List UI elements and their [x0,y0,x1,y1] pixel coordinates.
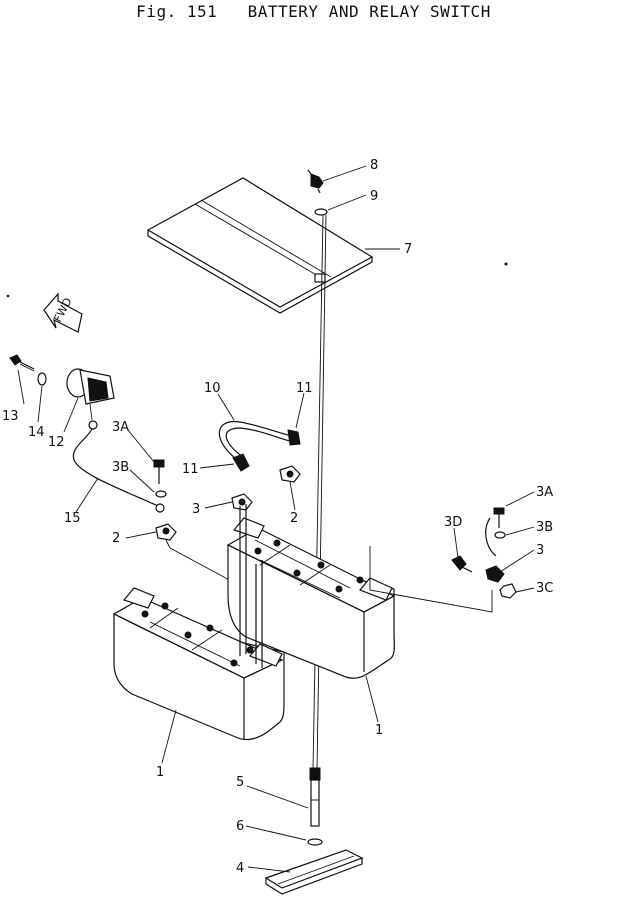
callout-connecting-cable: 10 [204,381,221,396]
callout-battery-front: 1 [156,765,164,780]
callout-battery-cover: 7 [404,242,412,257]
mounting-bolt [9,354,35,372]
relay-switch [66,368,115,430]
terminal-washer [155,490,167,498]
callout-battery-rear: 1 [375,723,383,738]
callout-labels: 8 9 7 10 11 13 14 12 3A 3B 11 3 2 15 2 3… [2,158,553,876]
terminal-bolt [153,459,165,484]
battery-rear [226,517,396,679]
terminal-clamp-front [155,523,249,591]
hold-down-bracket [264,849,364,895]
figure-title: Fig. 151 BATTERY AND RELAY SWITCH [136,2,491,21]
hold-down-washer [307,838,323,846]
battery-front [112,587,285,741]
callout-terminal-clamp-right: 3 [536,543,544,558]
callout-terminal-bolt-side: 3D [444,515,462,530]
terminal-nut [499,583,517,599]
terminal-clamp-mid [231,493,253,511]
callout-terminal-clamp-left: 2 [290,511,298,526]
terminal-clamp-right [485,565,505,583]
callout-hold-down-bolt: 5 [236,775,244,790]
leader-lines [17,165,535,873]
forward-direction-arrow: FWD [43,292,83,333]
lock-washer [37,372,47,386]
terminal-bolt-side [451,555,473,573]
terminal-washer-right [494,531,506,539]
callout-mounting-bolt: 13 [2,409,19,424]
terminal-clamp-left [279,465,301,483]
callout-terminal-clamp-front: 2 [112,531,120,546]
callout-cable-terminal-lower: 11 [182,462,199,477]
callout-hold-down-washer: 6 [236,819,244,834]
callout-relay-switch: 12 [48,435,65,450]
washer [314,208,328,216]
callout-terminal-bolt: 3A [112,420,129,435]
wing-nut [307,169,324,194]
relay-cable [72,428,159,507]
battery-cover [146,177,374,314]
callout-lock-washer: 14 [28,425,45,440]
callout-terminal-bolt-right: 3A [536,485,553,500]
callout-relay-cable: 15 [64,511,81,526]
callout-terminal-washer-right: 3B [536,520,553,535]
callout-terminal-nut: 3C [536,581,553,596]
callout-washer: 9 [370,189,378,204]
terminal-bolt-right [493,507,505,528]
callout-terminal-washer: 3B [112,460,129,475]
callout-wing-nut: 8 [370,158,378,173]
callout-hold-down-bracket: 4 [236,861,244,876]
battery-link-strap [239,504,247,656]
callout-cable-terminal-upper: 11 [296,381,313,396]
callout-terminal-clamp-mid: 3 [192,502,200,517]
hold-down-bolt [309,767,321,827]
battery-connecting-cable [218,420,301,472]
hold-down-rod [312,214,324,771]
